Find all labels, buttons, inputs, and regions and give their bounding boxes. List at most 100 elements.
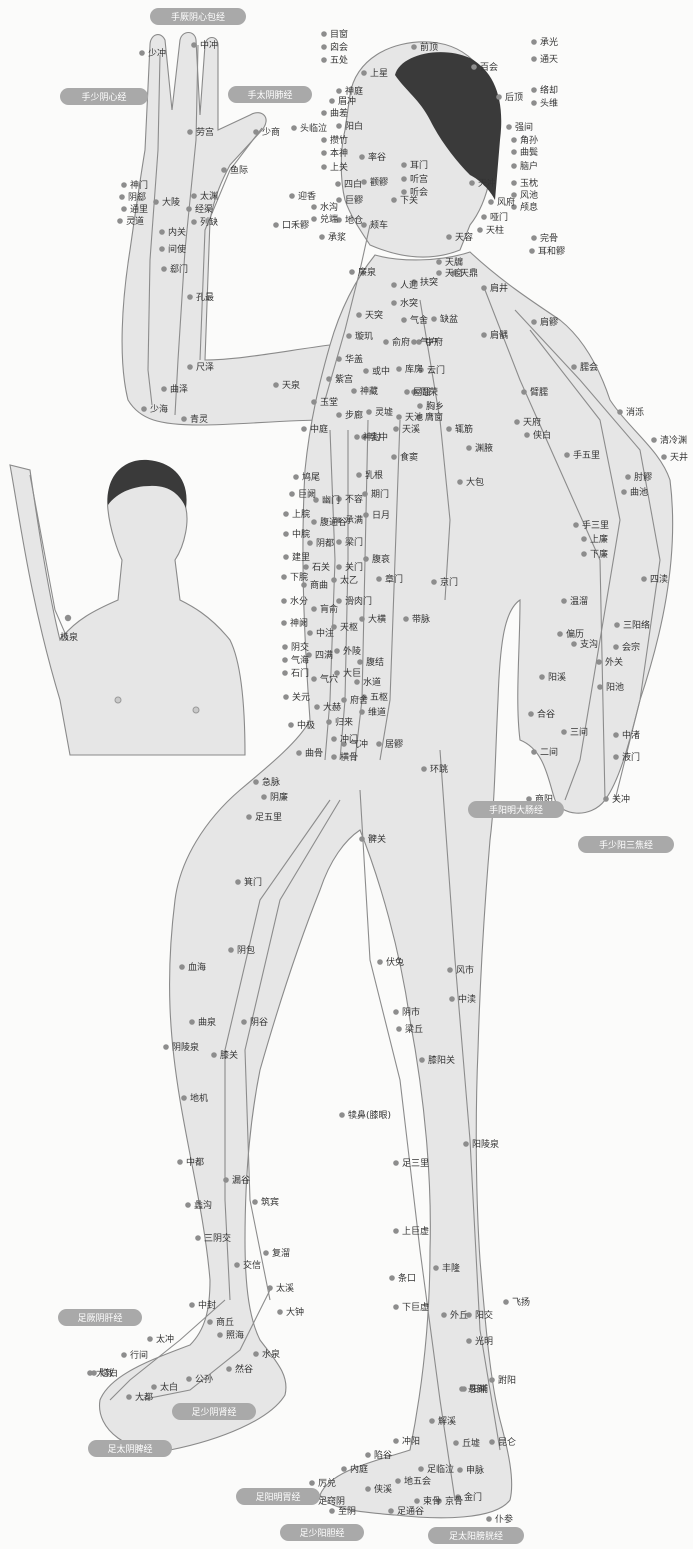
acupoint-label: 颊车 <box>370 219 388 231</box>
acupoint-dot <box>126 1394 132 1400</box>
acupoint-dot <box>159 246 165 252</box>
acupoint-label: 四渎 <box>650 573 668 585</box>
acupoint-label: 期门 <box>371 488 389 500</box>
acupoint-dot <box>503 1299 509 1305</box>
acupoint-label: 足临泣 <box>427 1463 454 1475</box>
acupoint-dot <box>301 582 307 588</box>
acupoint-dot <box>419 1057 425 1063</box>
acupoint-dot <box>621 489 627 495</box>
acupoint-label: 下廉 <box>590 548 608 560</box>
acupoint-label: 少冲 <box>148 47 166 59</box>
acupoint-label: 上星 <box>370 68 388 79</box>
acupoint-dot <box>603 796 609 802</box>
acupoint-dot <box>396 414 402 420</box>
acupoint-label: 关冲 <box>612 793 630 805</box>
acupoint-label: 肩髎 <box>540 316 558 328</box>
acupoint-label: 肩髃 <box>490 329 508 341</box>
acupoint-label: 支沟 <box>580 638 598 650</box>
acupoint-label: 太白 <box>160 1381 178 1393</box>
acupoint-label: 居髎 <box>385 739 403 750</box>
acupoint-label: 足通谷 <box>397 1506 424 1517</box>
acupoint-label: 听宫 <box>410 173 428 185</box>
acupoint-label: 天容 <box>455 231 473 243</box>
acupoint-dot <box>139 50 145 56</box>
acupoint-label: 归来 <box>335 716 353 728</box>
acupoint-dot <box>393 1009 399 1015</box>
acupoint-dot <box>361 179 367 185</box>
acupoint-dot <box>207 1319 213 1325</box>
acupoint-label: 间使 <box>168 243 186 255</box>
acupoint-label: 阳池 <box>606 681 624 693</box>
acupoint-dot <box>446 234 452 240</box>
acupoint-label: 横骨 <box>340 751 358 763</box>
acupoint-dot <box>335 181 341 187</box>
acupoint-dot <box>246 814 252 820</box>
acupoint-label: 上廉 <box>590 533 608 545</box>
acupoint-label: 曲池 <box>630 486 648 498</box>
acupoint-label: 外关 <box>605 656 623 668</box>
acupoint-label: 太乙 <box>340 574 358 586</box>
badge-hand-taiyin: 手太阴肺经 <box>228 86 312 103</box>
acupoint-label: 承光 <box>540 36 558 48</box>
acupoint-label: 郄门 <box>170 263 188 275</box>
acupoint-label: 带脉 <box>412 613 430 625</box>
acupoint-label: 中注 <box>316 627 334 639</box>
acupoint-dot <box>449 996 455 1002</box>
acupoint-label: 阴谷 <box>250 1017 268 1028</box>
acupoint-label: 缺盆 <box>440 313 458 325</box>
acupoint-label: 扶突 <box>420 276 438 288</box>
acupoint-label: 承浆 <box>328 231 346 243</box>
acupoint-label: 通天 <box>540 54 558 65</box>
acupoint-dot <box>163 1044 169 1050</box>
acupoint-dot <box>311 519 317 525</box>
acupoint-dot <box>354 679 360 685</box>
acupoint-dot <box>159 229 165 235</box>
acupoint-dot <box>613 732 619 738</box>
acupoint-label: 神阙 <box>290 617 308 629</box>
acupoint-dot <box>511 137 517 143</box>
acupoint-dot <box>177 1159 183 1165</box>
acupoint-label: 中封 <box>198 1299 216 1311</box>
acupoint-dot <box>393 426 399 432</box>
acupoint-dot <box>571 364 577 370</box>
acupoint-label: 列缺 <box>200 216 218 228</box>
acupoint-dot <box>418 1466 424 1472</box>
acupoint-dot <box>396 1026 402 1032</box>
acupoint-label: 丰隆 <box>442 1262 460 1274</box>
acupoint-dot <box>289 193 295 199</box>
acupoint-dot <box>147 1336 153 1342</box>
acupoint-dot <box>466 445 472 451</box>
acupoint-dot <box>357 659 363 665</box>
acupoint-dot <box>311 204 317 210</box>
acupoint-label: 天冲 <box>478 177 496 189</box>
acupoint-label: 巨髎 <box>345 195 363 206</box>
acupoint-dot <box>411 339 417 345</box>
acupoint-dot <box>396 366 402 372</box>
acupoint-dot <box>514 419 520 425</box>
acupoint-label: 鱼际 <box>230 164 248 176</box>
acupoint-dot <box>377 959 383 965</box>
acupoint-label: 水道 <box>363 676 381 688</box>
acupoint-dot <box>141 406 147 412</box>
acupoint-dot <box>625 474 631 480</box>
acupoint-label: 天府 <box>523 416 541 428</box>
acupoint-dot <box>441 1312 447 1318</box>
acupoint-dot <box>511 163 517 169</box>
acupoint-dot <box>321 164 327 170</box>
acupoint-label: 束骨 <box>423 1496 441 1507</box>
acupoint-label: 天井 <box>670 451 688 463</box>
acupoint-dot <box>359 836 365 842</box>
acupoint-label: 足窍阴 <box>318 1495 345 1507</box>
acupoint-dot <box>528 711 534 717</box>
badge-hand-shaoyang: 手少阳三焦经 <box>578 836 674 853</box>
acupoint-dot <box>151 1384 157 1390</box>
acupoint-dot <box>282 644 288 650</box>
inset-nipple <box>115 697 121 703</box>
acupoint-label: 地五会 <box>404 1475 431 1487</box>
acupoint-label: 渊腋 <box>475 442 493 454</box>
inset-nipple <box>193 707 199 713</box>
acupoint-label: 水突 <box>400 297 418 309</box>
acupoint-dot <box>336 356 342 362</box>
acupoint-dot <box>459 1386 465 1392</box>
acupoint-label: 孔最 <box>196 292 214 303</box>
